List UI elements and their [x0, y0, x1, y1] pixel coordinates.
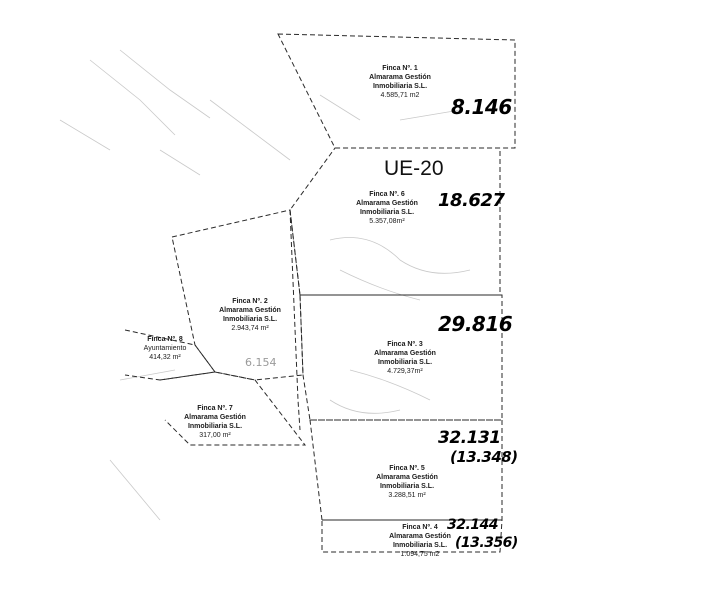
- parcel-boundaries: [124, 33, 516, 553]
- finca-3-boundary: [299, 294, 503, 421]
- finca-owner: Almarama Gestión: [376, 474, 438, 481]
- finca-6-label: Finca Nº. 6 Almarama Gestión Inmobiliari…: [342, 190, 432, 226]
- finca-area: 1.094,75 m2: [400, 551, 440, 558]
- finca-owner-line2: Inmobiliaria S.L.: [372, 83, 428, 90]
- finca-name: Finca Nº. 7: [197, 405, 233, 412]
- finca-owner: Almarama Gestión: [374, 350, 436, 357]
- finca-name: Finca Nº. 8: [147, 336, 183, 343]
- finca-owner: Almarama Gestión: [184, 414, 246, 421]
- finca-name: Finca Nº. 1: [382, 65, 418, 72]
- finca-area: 2.943,74 m²: [231, 325, 269, 332]
- finca-owner-line2: Inmobiliaria S.L.: [379, 483, 435, 490]
- finca-owner-line2: Inmobiliaria S.L.: [392, 542, 448, 549]
- finca-owner-line2: Inmobiliaria S.L.: [187, 423, 243, 430]
- finca-3-label: Finca Nº. 3 Almarama Gestión Inmobiliari…: [360, 340, 450, 376]
- finca-8-label: Finca Nº. 8 Ayuntamiento 414,32 m²: [130, 335, 200, 362]
- finca-5-label: Finca Nº. 5 Almarama Gestión Inmobiliari…: [362, 464, 452, 500]
- finca-1-label: Finca Nº. 1 Almarama Gestión Inmobiliari…: [355, 64, 445, 100]
- finca-owner-line2: Inmobiliaria S.L.: [377, 359, 433, 366]
- handwritten-note-7: (13.356): [455, 535, 518, 551]
- finca-name: Finca Nº. 4: [402, 524, 438, 531]
- finca-name: Finca Nº. 5: [389, 465, 425, 472]
- plan-title: UE-20: [384, 157, 444, 180]
- finca-area: 4.585,71 m2: [380, 92, 420, 99]
- finca-area: 5.357,08m²: [369, 218, 405, 225]
- finca-name: Finca Nº. 2: [232, 298, 268, 305]
- handwritten-note-2: 18.627: [438, 190, 505, 211]
- finca-name: Finca Nº. 3: [387, 341, 423, 348]
- finca-1-boundary: [277, 33, 516, 149]
- finca-4-label: Finca Nº. 4 Almarama Gestión Inmobiliari…: [375, 523, 465, 559]
- finca-owner-line2: Inmobiliaria S.L.: [359, 209, 415, 216]
- finca-8-boundary: [124, 329, 216, 381]
- finca-name: Finca Nº. 6: [369, 191, 405, 198]
- finca-2-label: Finca Nº. 2 Almarama Gestión Inmobiliari…: [205, 297, 295, 333]
- finca-7-boundary: [159, 371, 307, 446]
- finca-owner: Almarama Gestión: [356, 200, 418, 207]
- finca-owner: Almarama Gestión: [219, 307, 281, 314]
- finca-7-label: Finca Nº. 7 Almarama Gestión Inmobiliari…: [170, 404, 260, 440]
- finca-2-boundary: [171, 209, 304, 381]
- finca-area: 414,32 m²: [149, 354, 181, 361]
- finca-area: 317,00 m²: [199, 432, 231, 439]
- handwritten-note-4: 32.131: [438, 428, 501, 448]
- faint-handwritten-note: 6.154: [245, 356, 277, 369]
- finca-owner-line2: Inmobiliaria S.L.: [222, 316, 278, 323]
- faint-background-linework: [59, 49, 471, 521]
- finca-area: 4.729,37m²: [387, 368, 423, 375]
- handwritten-note-5: (13.348): [450, 448, 518, 466]
- handwritten-note-1: 8.146: [451, 95, 512, 119]
- handwritten-note-6: 32.144: [447, 517, 499, 533]
- finca-4-boundary: [321, 519, 503, 553]
- finca-owner: Almarama Gestión: [389, 533, 451, 540]
- finca-owner: Ayuntamiento: [143, 345, 187, 352]
- finca-owner: Almarama Gestión: [369, 74, 431, 81]
- finca-area: 3.288,51 m²: [388, 492, 426, 499]
- handwritten-note-3: 29.816: [438, 312, 513, 336]
